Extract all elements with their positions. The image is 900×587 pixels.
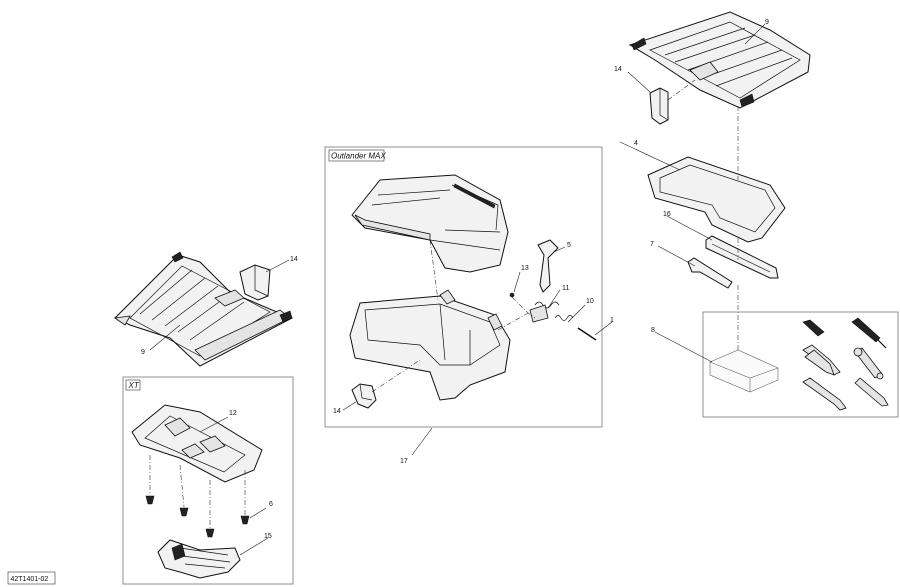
pliers (802, 344, 841, 376)
xt-label: XT (128, 381, 140, 390)
bracket-14-mid (351, 383, 377, 409)
callout-9-left: 9 (141, 349, 145, 356)
callout-9-top: 9 (765, 19, 769, 26)
callout-8: 8 (651, 327, 655, 334)
callout-15: 15 (264, 533, 272, 540)
callout-16: 16 (663, 211, 671, 218)
mounting-plate-12 (131, 404, 263, 483)
outlander-max-box: Outlander MAX (324, 146, 603, 428)
callout-14-top: 14 (614, 66, 622, 73)
callout-6: 6 (269, 501, 273, 508)
callout-1: 1 (610, 317, 614, 324)
leader-lines (149, 23, 766, 556)
callout-numbers: 1 4 5 6 7 8 9 9 10 11 12 13 14 14 14 15 … (141, 19, 769, 540)
figure-id-label: 42T1401-02 (11, 576, 49, 583)
storage-tub (349, 289, 511, 401)
socket-wrench (853, 347, 884, 380)
screwdriver (851, 317, 887, 349)
strap-7 (687, 257, 733, 289)
top-right-rack (628, 11, 811, 109)
latch-5 (537, 239, 559, 293)
callout-12: 12 (229, 410, 237, 417)
bracket-14-left (239, 264, 271, 301)
open-end-wrench (802, 377, 847, 411)
callout-5: 5 (567, 242, 571, 249)
assembly-lines-mid (371, 239, 536, 393)
screws-6 (145, 455, 250, 538)
spark-plug-socket (802, 319, 825, 337)
gasket-4 (647, 156, 786, 243)
figure-id: 42T1401-02 (7, 571, 56, 585)
xt-box: XT (122, 376, 294, 585)
callout-13: 13 (521, 265, 529, 272)
callout-14-mid: 14 (333, 408, 341, 415)
callout-11: 11 (562, 285, 569, 292)
callout-17: 17 (400, 458, 408, 465)
bracket-16 (705, 235, 779, 279)
callout-7: 7 (650, 241, 654, 248)
strap-15 (157, 539, 241, 579)
callout-14-left: 14 (290, 256, 298, 263)
combination-wrench (854, 377, 889, 407)
outlander-max-label: Outlander MAX (331, 152, 386, 161)
rear-rack-lid (351, 174, 509, 273)
left-rack (113, 251, 294, 367)
bracket-14-top (649, 79, 696, 125)
callout-4: 4 (634, 140, 638, 147)
callout-10: 10 (586, 298, 594, 305)
tool-kit-box (702, 311, 899, 418)
